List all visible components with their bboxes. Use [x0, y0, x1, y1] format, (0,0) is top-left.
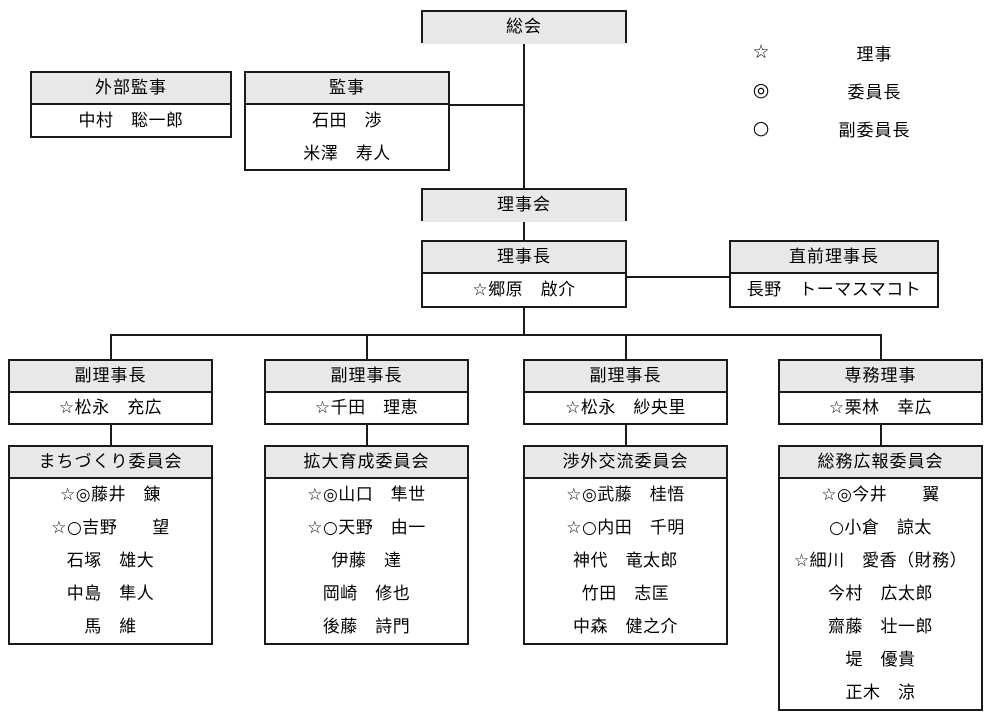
member-row: ☆◎今井 翼	[821, 485, 940, 505]
member-row: 正木 涼	[845, 683, 916, 703]
connector-bar-to-officer-4	[880, 334, 882, 360]
member-row: 齋藤 壮一郎	[828, 617, 933, 637]
connector-bar-to-officer-1	[110, 334, 112, 360]
node-committee-1[interactable]: まちづくり委員会 ☆◎藤井 錬 ☆○吉野 望 石塚 雄大 中島 隼人 馬 維	[8, 445, 213, 645]
connector-bar-to-officer-3	[625, 334, 627, 360]
member-row: 中島 隼人	[66, 584, 155, 604]
committee-title: 総務広報委員会	[780, 447, 981, 479]
member-row: ☆○天野 由一	[307, 518, 426, 538]
node-officer-3[interactable]: 副理事長 ☆松永 紗央里	[523, 359, 728, 425]
president-title: 理事長	[423, 242, 625, 274]
connector-auditor-to-trunk	[449, 104, 525, 106]
committee-title: 渉外交流委員会	[525, 447, 726, 479]
star-icon: ☆	[752, 40, 770, 63]
member-row: ○小倉 諒太	[829, 518, 932, 538]
connector-officer-2-to-committee-2	[366, 424, 368, 446]
member-row: 中村 聡一郎	[78, 111, 184, 131]
node-officer-4[interactable]: 専務理事 ☆栗林 幸広	[778, 359, 983, 425]
immediate-past-president-members: 長野 トーマスマコト	[731, 274, 937, 307]
node-general-meeting[interactable]: 総会	[421, 10, 627, 44]
member-row: 中森 健之介	[573, 617, 678, 637]
officer-distribution-bar	[110, 334, 882, 336]
member-row: 伊藤 達	[331, 551, 402, 571]
node-committee-4[interactable]: 総務広報委員会 ☆◎今井 翼 ○小倉 諒太 ☆細川 愛香（財務） 今村 広太郎 …	[778, 445, 983, 711]
node-officer-1[interactable]: 副理事長 ☆松永 充広	[8, 359, 213, 425]
officer-members: ☆松永 紗央里	[525, 393, 726, 424]
connector-president-to-past-president	[626, 276, 730, 278]
officer-title: 専務理事	[780, 361, 981, 393]
member-row: ☆○吉野 望	[51, 518, 170, 538]
circle-icon: ○	[752, 116, 770, 139]
member-row: ☆○内田 千明	[566, 518, 685, 538]
legend-item-committee-chair: ◎ 委員長	[735, 71, 980, 109]
auditor-members: 石田 渉 米澤 寿人	[246, 105, 448, 171]
connector-bar-to-officer-2	[366, 334, 368, 360]
committee-members: ☆◎今井 翼 ○小倉 諒太 ☆細川 愛香（財務） 今村 広太郎 齋藤 壮一郎 堤…	[780, 479, 981, 710]
officer-members: ☆松永 充広	[10, 393, 211, 424]
connector-officer-3-to-committee-3	[625, 424, 627, 446]
node-committee-3[interactable]: 渉外交流委員会 ☆◎武藤 桂悟 ☆○内田 千明 神代 竜太郎 竹田 志匡 中森 …	[523, 445, 728, 645]
officer-title: 副理事長	[266, 361, 467, 393]
general-meeting-title: 総会	[423, 12, 625, 44]
member-row: ☆◎藤井 錬	[59, 485, 162, 505]
node-officer-2[interactable]: 副理事長 ☆千田 理恵	[264, 359, 469, 425]
officer-members: ☆栗林 幸広	[780, 393, 981, 424]
board-title: 理事会	[423, 190, 625, 222]
officer-members: ☆千田 理恵	[266, 393, 467, 424]
member-row: 今村 広太郎	[828, 584, 933, 604]
legend-item-vice-committee-chair: ○ 副委員長	[735, 109, 980, 147]
committee-title: 拡大育成委員会	[266, 447, 467, 479]
committee-members: ☆◎山口 隼世 ☆○天野 由一 伊藤 達 岡崎 修也 後藤 詩門	[266, 479, 467, 644]
legend: ☆ 理事 ◎ 委員長 ○ 副委員長	[735, 33, 980, 147]
committee-members: ☆◎藤井 錬 ☆○吉野 望 石塚 雄大 中島 隼人 馬 維	[10, 479, 211, 644]
node-external-auditor[interactable]: 外部監事 中村 聡一郎	[30, 71, 232, 138]
member-row: 馬 維	[84, 617, 137, 637]
member-row: 堤 優貴	[845, 650, 916, 670]
external-auditor-title: 外部監事	[32, 73, 230, 105]
connector-officer-1-to-committee-1	[110, 424, 112, 446]
member-row: ☆細川 愛香（財務）	[793, 551, 968, 571]
double-circle-icon: ◎	[752, 78, 770, 101]
connector-officer-4-to-committee-4	[880, 424, 882, 446]
external-auditor-members: 中村 聡一郎	[32, 105, 230, 138]
member-row: ☆千田 理恵	[314, 398, 419, 418]
officer-title: 副理事長	[525, 361, 726, 393]
member-row: ☆松永 充広	[58, 398, 163, 418]
node-board-of-directors[interactable]: 理事会	[421, 188, 627, 222]
member-row: ☆郷原 啟介	[472, 280, 576, 300]
legend-item-director: ☆ 理事	[735, 33, 980, 71]
connector-president-to-officer-bar	[523, 308, 525, 336]
immediate-past-president-title: 直前理事長	[731, 242, 937, 274]
member-row: ☆松永 紗央里	[565, 398, 686, 418]
member-row: ☆◎山口 隼世	[307, 485, 426, 505]
legend-label-vice-committee-chair: 副委員長	[838, 120, 911, 141]
auditor-title: 監事	[246, 73, 448, 105]
member-row: ☆◎武藤 桂悟	[566, 485, 685, 505]
committee-title: まちづくり委員会	[10, 447, 211, 479]
node-auditor[interactable]: 監事 石田 渉 米澤 寿人	[244, 71, 450, 171]
officer-title: 副理事長	[10, 361, 211, 393]
member-row: 長野 トーマスマコト	[746, 280, 922, 300]
member-row: 神代 竜太郎	[573, 551, 678, 571]
legend-label-committee-chair: 委員長	[847, 82, 902, 103]
member-row: 岡崎 修也	[322, 584, 411, 604]
member-row: 竹田 志匡	[581, 584, 670, 604]
node-president[interactable]: 理事長 ☆郷原 啟介	[421, 240, 627, 308]
node-immediate-past-president[interactable]: 直前理事長 長野 トーマスマコト	[729, 240, 939, 308]
member-row: 後藤 詩門	[322, 617, 411, 637]
president-members: ☆郷原 啟介	[423, 274, 625, 307]
member-row: 米澤 寿人	[303, 144, 391, 164]
member-row: ☆栗林 幸広	[828, 398, 933, 418]
committee-members: ☆◎武藤 桂悟 ☆○内田 千明 神代 竜太郎 竹田 志匡 中森 健之介	[525, 479, 726, 644]
member-row: 石塚 雄大	[66, 551, 155, 571]
node-committee-2[interactable]: 拡大育成委員会 ☆◎山口 隼世 ☆○天野 由一 伊藤 達 岡崎 修也 後藤 詩門	[264, 445, 469, 645]
connector-board-to-president	[523, 219, 525, 241]
connector-general-meeting-to-board	[523, 41, 525, 189]
member-row: 石田 渉	[312, 111, 382, 131]
legend-label-director: 理事	[856, 44, 893, 65]
